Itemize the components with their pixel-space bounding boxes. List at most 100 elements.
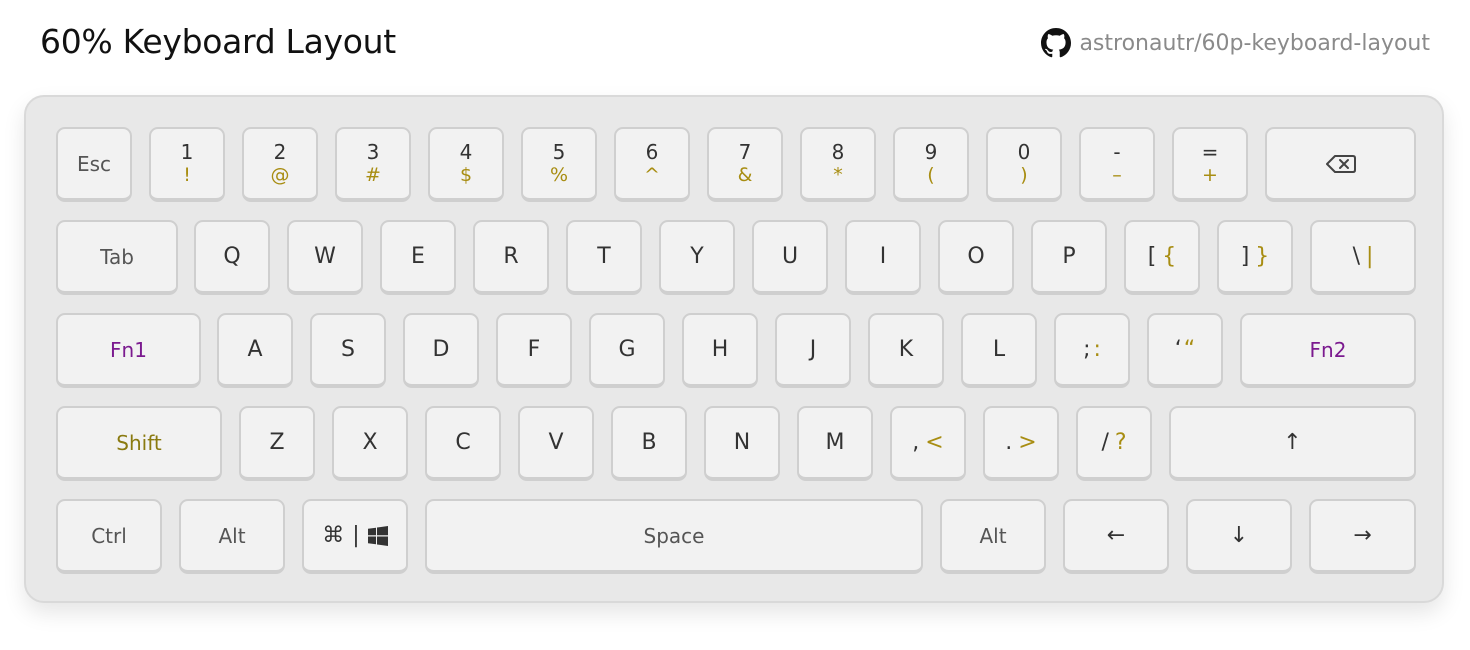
- key-backslash-shift: |: [1366, 244, 1374, 269]
- key-n[interactable]: N: [704, 406, 780, 481]
- key-ctrl[interactable]: Ctrl: [56, 499, 162, 574]
- key-equals[interactable]: = +: [1172, 127, 1248, 202]
- arrow-up-icon: ↑: [1283, 430, 1302, 455]
- key-comma-main: ,: [912, 430, 920, 455]
- key-x[interactable]: X: [332, 406, 408, 481]
- key-2-shift: @: [270, 164, 290, 186]
- key-v[interactable]: V: [518, 406, 594, 481]
- key-5-main: 5: [552, 140, 566, 164]
- key-y[interactable]: Y: [659, 220, 735, 295]
- key-6-main: 6: [645, 140, 659, 164]
- key-8[interactable]: 8 *: [800, 127, 876, 202]
- key-5-shift: %: [549, 164, 569, 186]
- key-j[interactable]: J: [775, 313, 851, 388]
- key-8-shift: *: [833, 164, 843, 186]
- key-minus[interactable]: - –: [1079, 127, 1155, 202]
- key-3[interactable]: 3 #: [335, 127, 411, 202]
- key-g[interactable]: G: [589, 313, 665, 388]
- key-period-shift: >: [1018, 430, 1037, 455]
- key-alt-left[interactable]: Alt: [179, 499, 285, 574]
- key-backspace[interactable]: [1265, 127, 1416, 202]
- key-e[interactable]: E: [380, 220, 456, 295]
- key-equals-shift: +: [1202, 164, 1218, 186]
- key-shift[interactable]: Shift: [56, 406, 222, 481]
- key-6[interactable]: 6 ^: [614, 127, 690, 202]
- key-arrow-right[interactable]: →: [1309, 499, 1416, 574]
- key-0[interactable]: 0 ): [986, 127, 1062, 202]
- key-slash-shift: ?: [1114, 430, 1127, 455]
- key-lbracket-shift: {: [1162, 244, 1177, 269]
- key-w[interactable]: W: [287, 220, 363, 295]
- key-c[interactable]: C: [425, 406, 501, 481]
- key-1[interactable]: 1 !: [149, 127, 225, 202]
- keyboard: Esc 1 ! 2 @ 3 # 4 $ 5 % 6 ^ 7 & 8 * 9 ( …: [24, 95, 1444, 603]
- key-9-main: 9: [924, 140, 938, 164]
- key-cmd-win[interactable]: ⌘ |: [302, 499, 408, 574]
- github-icon: [1041, 28, 1072, 58]
- key-rbracket[interactable]: ] }: [1217, 220, 1293, 295]
- key-m[interactable]: M: [797, 406, 873, 481]
- arrow-down-icon: ↓: [1229, 523, 1249, 548]
- key-fn2[interactable]: Fn2: [1240, 313, 1416, 388]
- key-lbracket[interactable]: [ {: [1124, 220, 1200, 295]
- key-minus-main: -: [1113, 140, 1121, 164]
- key-d[interactable]: D: [403, 313, 479, 388]
- key-l[interactable]: L: [961, 313, 1037, 388]
- key-semicolon-shift: :: [1093, 337, 1101, 362]
- key-period[interactable]: . >: [983, 406, 1059, 481]
- key-b[interactable]: B: [611, 406, 687, 481]
- key-backslash-main: \: [1352, 244, 1360, 269]
- key-slash[interactable]: / ?: [1076, 406, 1152, 481]
- key-quote-shift: “: [1183, 337, 1196, 362]
- key-i[interactable]: I: [845, 220, 921, 295]
- key-arrow-left[interactable]: ←: [1063, 499, 1169, 574]
- key-7[interactable]: 7 &: [707, 127, 783, 202]
- windows-icon: [367, 525, 388, 546]
- key-semicolon[interactable]: ; :: [1054, 313, 1130, 388]
- key-1-shift: !: [183, 164, 191, 186]
- key-o[interactable]: O: [938, 220, 1014, 295]
- key-space[interactable]: Space: [425, 499, 923, 574]
- key-z[interactable]: Z: [239, 406, 315, 481]
- key-minus-shift: –: [1112, 164, 1122, 186]
- key-backslash[interactable]: \ |: [1310, 220, 1416, 295]
- key-a[interactable]: A: [217, 313, 293, 388]
- key-comma-shift: <: [925, 430, 944, 455]
- key-f[interactable]: F: [496, 313, 572, 388]
- key-u[interactable]: U: [752, 220, 828, 295]
- key-4-main: 4: [459, 140, 473, 164]
- key-fn1[interactable]: Fn1: [56, 313, 201, 388]
- page-title: 60% Keyboard Layout: [40, 22, 396, 61]
- key-9-shift: (: [927, 164, 935, 186]
- key-0-shift: ): [1020, 164, 1028, 186]
- key-t[interactable]: T: [566, 220, 642, 295]
- key-2[interactable]: 2 @: [242, 127, 318, 202]
- key-arrow-up[interactable]: ↑: [1169, 406, 1416, 481]
- key-quote-main: ‘: [1174, 337, 1182, 362]
- key-p[interactable]: P: [1031, 220, 1107, 295]
- key-rbracket-shift: }: [1255, 244, 1270, 269]
- key-2-main: 2: [273, 140, 287, 164]
- key-q[interactable]: Q: [194, 220, 270, 295]
- key-5[interactable]: 5 %: [521, 127, 597, 202]
- key-k[interactable]: K: [868, 313, 944, 388]
- repo-link[interactable]: astronautr/60p-keyboard-layout: [1041, 28, 1430, 58]
- key-4[interactable]: 4 $: [428, 127, 504, 202]
- key-9[interactable]: 9 (: [893, 127, 969, 202]
- key-1-main: 1: [180, 140, 194, 164]
- key-semicolon-main: ;: [1083, 337, 1091, 362]
- key-comma[interactable]: , <: [890, 406, 966, 481]
- key-arrow-down[interactable]: ↓: [1186, 499, 1292, 574]
- key-slash-main: /: [1101, 430, 1109, 455]
- cmd-win-separator: |: [352, 523, 360, 548]
- key-h[interactable]: H: [682, 313, 758, 388]
- key-esc[interactable]: Esc: [56, 127, 132, 202]
- key-tab[interactable]: Tab: [56, 220, 178, 295]
- key-alt-right[interactable]: Alt: [940, 499, 1046, 574]
- arrow-left-icon: ←: [1106, 523, 1126, 548]
- key-period-main: .: [1005, 430, 1013, 455]
- backspace-icon: [1325, 154, 1356, 173]
- key-quote[interactable]: ‘ “: [1147, 313, 1223, 388]
- key-r[interactable]: R: [473, 220, 549, 295]
- key-s[interactable]: S: [310, 313, 386, 388]
